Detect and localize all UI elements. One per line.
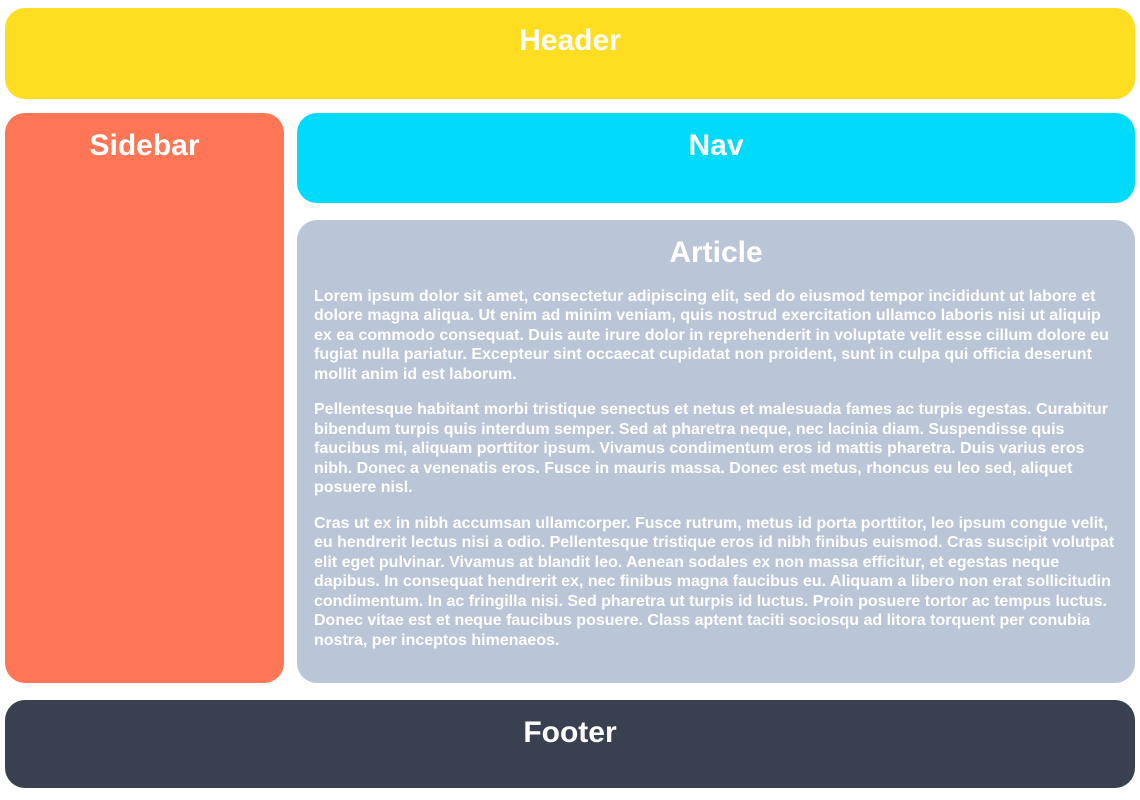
sidebar-title: Sidebar (89, 129, 200, 162)
main-column: Nav Article Lorem ipsum dolor sit amet, … (297, 113, 1135, 683)
nav-title: Nav (688, 129, 744, 162)
article-section: Article Lorem ipsum dolor sit amet, cons… (297, 220, 1135, 683)
article-paragraph-3: Cras ut ex in nibh accumsan ullamcorper.… (314, 514, 1115, 649)
footer-title: Footer (523, 716, 617, 749)
header-section: Header (5, 8, 1135, 99)
header-title: Header (519, 24, 621, 57)
sidebar-section: Sidebar (5, 113, 284, 683)
article-paragraph-1: Lorem ipsum dolor sit amet, consectetur … (314, 287, 1109, 383)
footer-section: Footer (5, 700, 1135, 788)
content-row: Sidebar Nav Article Lorem ipsum dolor si… (5, 113, 1135, 683)
article-paragraph-2: Pellentesque habitant morbi tristique se… (314, 401, 1109, 497)
article-title: Article (669, 236, 763, 269)
nav-section: Nav (297, 113, 1135, 203)
